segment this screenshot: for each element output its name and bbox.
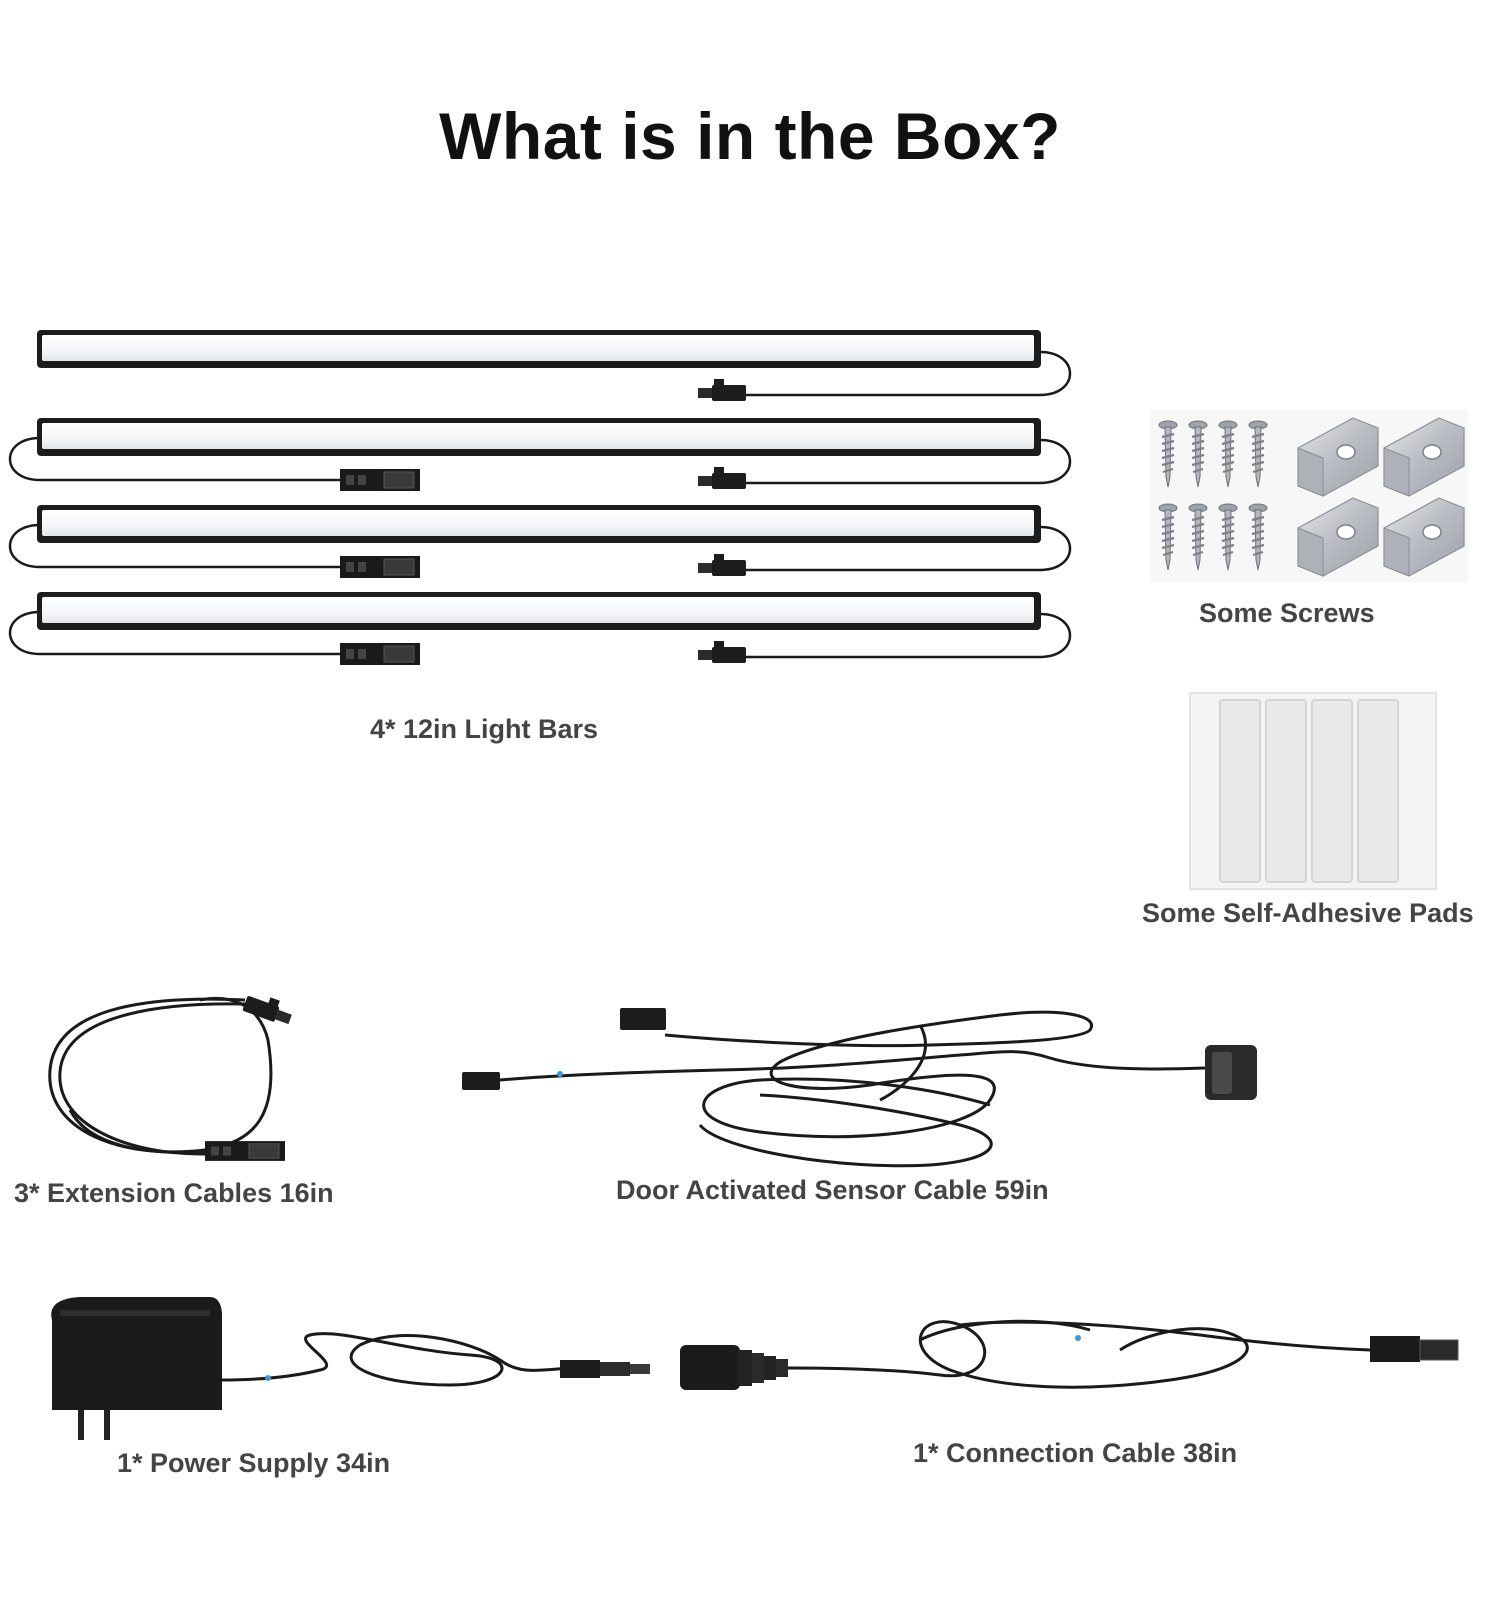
light-bar-3: [8, 505, 1072, 579]
light-bar-2: [8, 418, 1072, 492]
screws-label: Some Screws: [1199, 598, 1375, 628]
light-bar-4: [8, 592, 1072, 666]
power-supply: [51, 1297, 650, 1440]
connection-cable: [680, 1319, 1459, 1390]
sensor-cable-label: Door Activated Sensor Cable 59in: [616, 1175, 1049, 1205]
door-sensor-cable: [462, 1008, 1257, 1168]
adhesive-pads: [1189, 692, 1437, 890]
light-bars-label: 4* 12in Light Bars: [370, 714, 599, 744]
connection-cable-label: 1* Connection Cable 38in: [913, 1438, 1238, 1468]
power-supply-label: 1* Power Supply 34in: [117, 1448, 391, 1478]
screws-and-brackets: [1150, 410, 1468, 582]
page-title: What is in the Box?: [439, 99, 1061, 173]
extension-cables-label: 3* Extension Cables 16in: [14, 1178, 334, 1208]
extension-cable: [48, 989, 295, 1162]
adhesive-pads-label: Some Self-Adhesive Pads: [1142, 898, 1474, 928]
light-bar-1: [37, 330, 1072, 401]
